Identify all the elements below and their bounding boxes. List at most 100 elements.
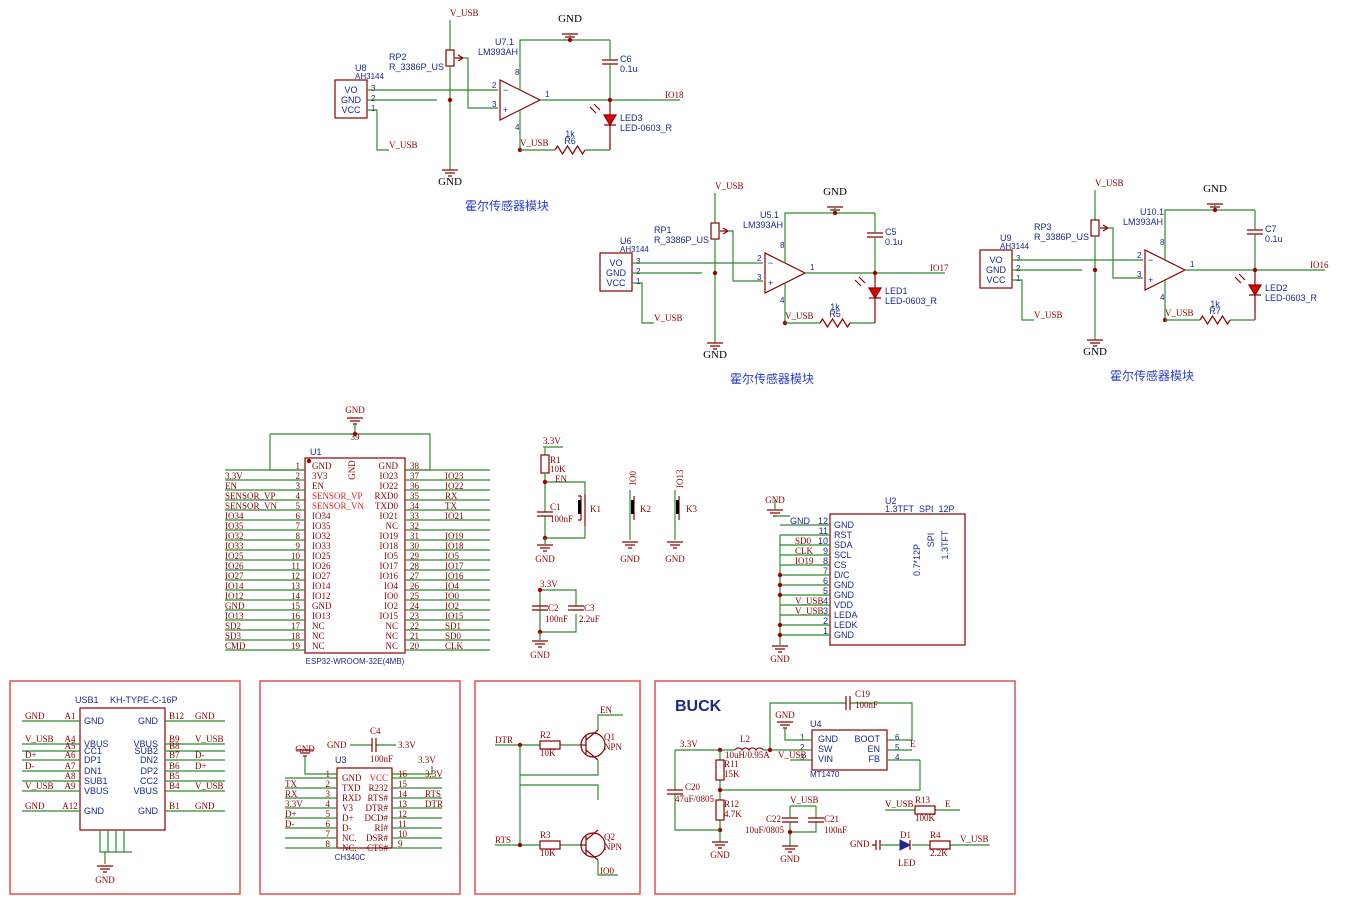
gnd-label: GND	[1083, 346, 1107, 358]
junction-dot	[537, 587, 543, 593]
pin-num: 4	[1160, 293, 1165, 302]
vcc-label: 3.3V	[540, 579, 558, 589]
capacitor	[602, 59, 618, 65]
junction-dot	[767, 747, 773, 753]
led-leads	[1249, 270, 1261, 320]
vusb-label: V_USB	[885, 799, 914, 809]
c22-val: 10uF/0805	[745, 825, 785, 835]
q2-out-wire	[597, 860, 618, 876]
esp32-left-pin: NC	[312, 621, 325, 631]
u4-pin-name: FB	[868, 754, 880, 764]
junction-dot	[1092, 267, 1098, 273]
gnd-label: GND	[95, 875, 115, 885]
vusb-label: V_USB	[654, 313, 683, 323]
esp32-right-num: 29	[410, 551, 420, 561]
esp32-right-pin: NC	[385, 621, 398, 631]
usb-right-net: GND	[195, 711, 215, 721]
rts-label: RTS	[495, 835, 511, 845]
pin-num: 39	[351, 432, 361, 442]
ch340-left-num: 8	[326, 839, 331, 849]
pot-ref: RP3	[1034, 222, 1052, 232]
junction-dot	[712, 270, 718, 276]
ground-symbol	[667, 541, 683, 549]
tft-pin-net: V_USB	[795, 596, 824, 606]
pin-num: 3	[1016, 254, 1021, 263]
tft-pin-num: 7	[823, 566, 828, 576]
ch340-left-net: D-	[285, 819, 295, 829]
module-caption: 霍尔传感器模块	[465, 198, 549, 213]
pin-num: 3	[371, 84, 376, 93]
tft-pin-name: GND	[834, 630, 855, 640]
r1-val: 10K	[550, 464, 566, 474]
pin-num: 3	[636, 257, 641, 266]
vusb-label: V_USB	[960, 834, 989, 844]
ch340-right-pin: R232	[368, 783, 388, 793]
capacitor	[568, 605, 584, 611]
sensor-pin-gnd: GND	[341, 95, 362, 105]
pin-name: GND	[347, 460, 357, 480]
sensor-ref: U9	[1000, 233, 1012, 243]
usb-right-num: B9	[169, 734, 180, 744]
pin-num: 2	[1016, 264, 1021, 273]
esp32-left-num: 6	[296, 511, 301, 521]
r3-ref: R3	[540, 830, 551, 840]
sensor-pin-vo: VO	[609, 258, 622, 268]
esp32-right-pin: IO18	[380, 541, 399, 551]
esp32-left-net: IO13	[225, 611, 244, 621]
pin-num: 8	[780, 241, 785, 250]
esp32-right-net: IO17	[445, 561, 464, 571]
c3-ref: C3	[584, 603, 595, 613]
tft-pin-net: CLK	[795, 546, 814, 556]
sensor-box	[979, 249, 1013, 289]
esp32-left-pin: 3V3	[312, 471, 328, 481]
r13-ref: R13	[915, 795, 931, 805]
capacitor	[537, 511, 553, 517]
led-leads	[869, 273, 881, 323]
k2-actuator	[631, 500, 634, 514]
usb-right-pin: GND	[138, 806, 159, 816]
opamp-minus: −	[1148, 255, 1153, 265]
ch340-right-pin: RTS#	[368, 793, 389, 803]
esp32-right-pin: IO22	[380, 481, 399, 491]
c1-val: 100nF	[550, 514, 573, 524]
cap-ref: C6	[620, 54, 632, 64]
tft-pin-num: 3	[823, 606, 828, 616]
gnd-label: GND	[823, 186, 847, 198]
ch340-left-net: RX	[285, 789, 298, 799]
ch340-left-pin: GND	[342, 773, 362, 783]
capacitor	[845, 696, 851, 710]
u4-pin-num: 4	[895, 753, 900, 762]
ch340-right-net: RTS	[425, 789, 441, 799]
ch340-right-pin: CTS#	[367, 843, 389, 853]
esp32-right-num: 34	[410, 501, 420, 511]
junction-dot	[542, 479, 548, 485]
pin-num: 2	[492, 81, 497, 90]
pin-num: 3	[757, 273, 762, 282]
esp32-right-net: SD1	[445, 621, 461, 631]
output-net: IO16	[1310, 260, 1329, 270]
gnd-label: GND	[295, 744, 315, 754]
sensor-part: AH3144	[355, 72, 384, 81]
hall-sensor-section: U8AH3144VOGNDVCC321V_USBV_USBRP2R_3386P_…	[334, 8, 1329, 386]
esp32-right-net: CLK	[445, 641, 464, 651]
usb-right-net: V_USB	[195, 734, 224, 744]
usb-left-num: A8	[65, 771, 76, 781]
usb-right-num: B8	[169, 741, 180, 751]
pot-part: R_3386P_US	[1034, 232, 1089, 242]
esp32-left-pin: IO13	[312, 611, 331, 621]
esp32-left-num: 3	[296, 481, 301, 491]
resistor	[914, 805, 936, 815]
usb-left-pin: CC1	[84, 746, 102, 756]
junction-dot	[832, 210, 838, 216]
opamp-plus: +	[503, 105, 508, 115]
usb-right-pin: DP2	[140, 766, 158, 776]
opamp-supply	[784, 212, 875, 323]
gnd-label: GND	[535, 554, 555, 564]
opamp-supply	[519, 39, 610, 150]
led-ref: LED3	[620, 113, 643, 123]
esp32-right-num: 37	[410, 471, 420, 481]
junction-dot	[787, 829, 793, 835]
ch340-frame	[259, 680, 461, 895]
u4-pin-num: 1	[800, 733, 805, 742]
